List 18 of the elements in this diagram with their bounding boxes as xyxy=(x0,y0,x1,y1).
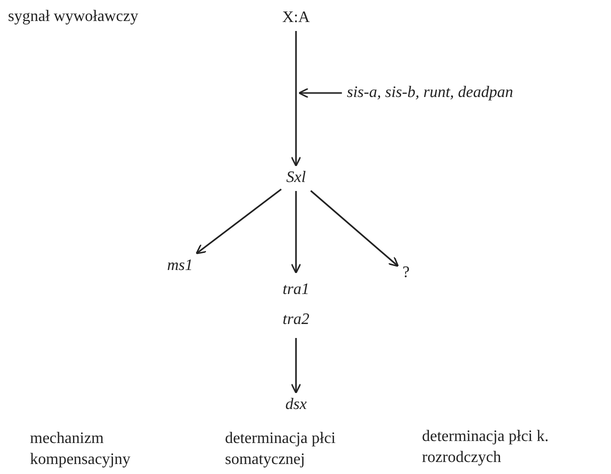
gene-name: ms1 xyxy=(167,256,193,276)
gene-name: tra1 xyxy=(282,280,310,300)
node-label: ? xyxy=(402,263,410,283)
outcome-label: determinacja płci k. rozrodczych xyxy=(422,427,550,468)
gene-name: Sxl xyxy=(286,168,306,188)
arrow xyxy=(196,188,282,254)
node-label: X:A xyxy=(282,8,310,28)
arrow xyxy=(290,191,302,274)
arrow xyxy=(290,31,302,167)
arrow xyxy=(298,88,342,98)
gene-name: sis-a, sis-b, runt, deadpan xyxy=(346,83,514,103)
outcome-label: mechanizm kompensacyjny xyxy=(30,429,132,470)
row-label: sygnał wywoławczy xyxy=(8,7,140,27)
gene-name: dsx xyxy=(285,395,307,415)
arrow xyxy=(310,190,399,267)
gene-name: tra2 xyxy=(282,310,310,330)
outcome-label: determinacja płci somatycznej xyxy=(225,429,337,470)
arrow xyxy=(290,338,302,394)
